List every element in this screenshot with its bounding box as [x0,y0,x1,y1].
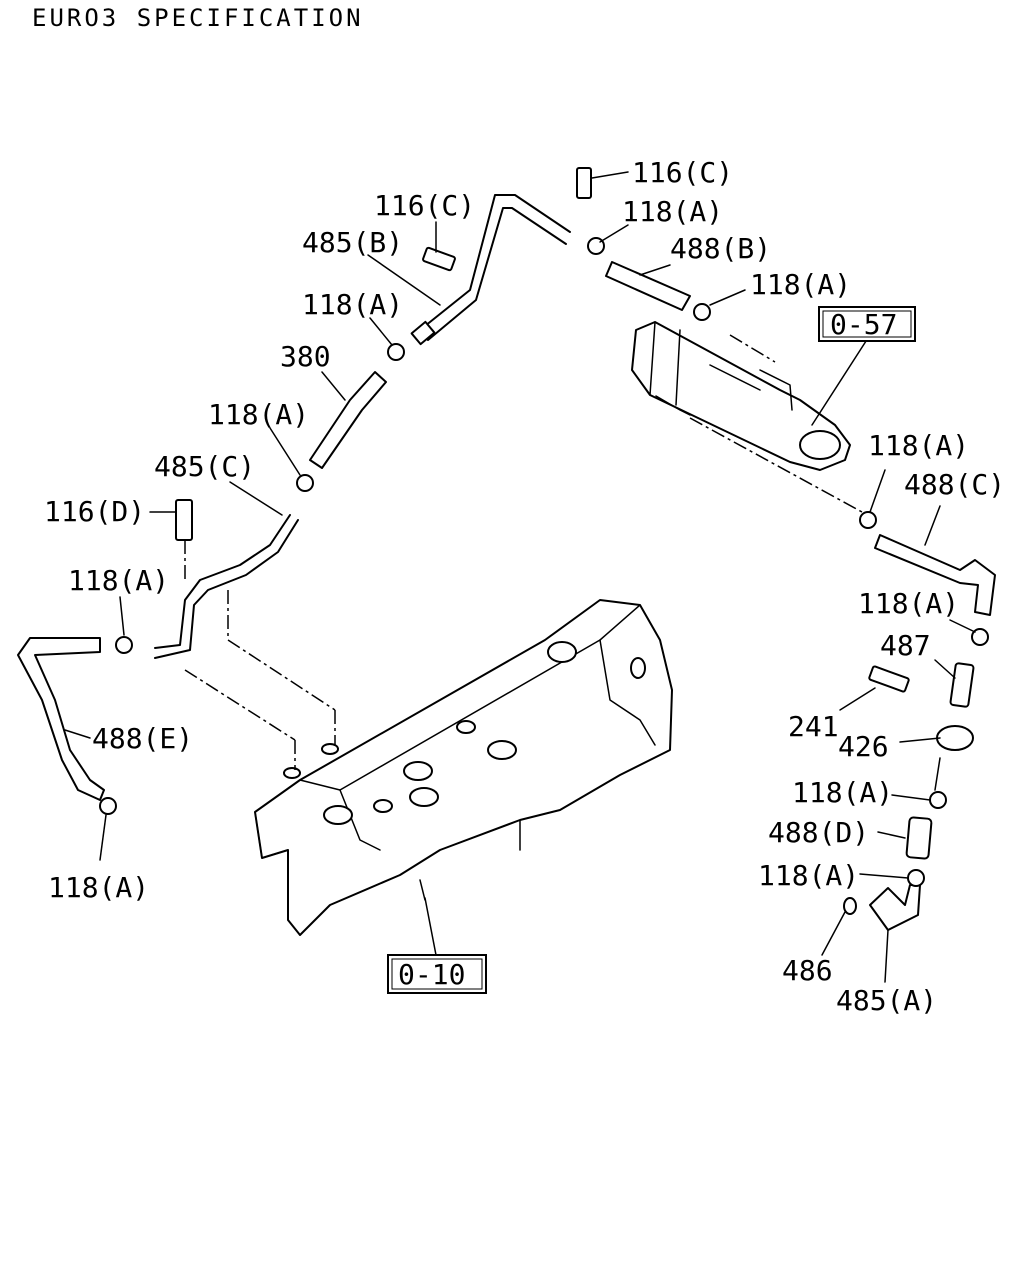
callout-118a-left: 118(A) [68,564,169,597]
callout-116c-mid: 116(C) [374,189,475,222]
callout-426: 426 [838,730,889,763]
callout-118a-top: 118(A) [622,195,723,228]
callout-488e: 488(E) [92,722,193,755]
callout-380: 380 [280,340,331,373]
pipe-assembly [17,167,996,931]
callout-labels: 116(C) 116(C) 118(A) 485(B) 488(B) 118(A… [44,156,1005,1017]
callout-118a-bottom-left: 118(A) [48,871,149,904]
reference-box-057[interactable]: 0-57 [818,306,916,342]
callout-118a-right-1: 118(A) [858,587,959,620]
callout-486: 486 [782,954,833,987]
heat-shield-part [254,599,673,936]
reference-label-057: 0-57 [830,308,897,341]
egr-cooler-part [631,321,863,513]
callout-118a-mid-left: 118(A) [208,398,309,431]
callout-118a-right-2: 118(A) [792,776,893,809]
callout-485a: 485(A) [836,984,937,1017]
callout-118a-right: 118(A) [750,268,851,301]
reference-box-010[interactable]: 0-10 [387,954,487,994]
callout-116d: 116(D) [44,495,145,528]
callout-488b: 488(B) [670,232,771,265]
callout-116c-top: 116(C) [632,156,733,189]
reference-label-010: 0-10 [398,958,465,991]
callout-118a-right-3: 118(A) [758,859,859,892]
callout-118a-cooler: 118(A) [868,429,969,462]
callout-241: 241 [788,710,839,743]
callout-487: 487 [880,629,931,662]
callout-485b: 485(B) [302,226,403,259]
callout-488c: 488(C) [904,468,1005,501]
page-heading: EURO3 SPECIFICATION [32,4,364,32]
callout-485c: 485(C) [154,450,255,483]
callout-118a-upper-left: 118(A) [302,288,403,321]
leader-lines [64,171,976,983]
callout-488d: 488(D) [768,816,869,849]
